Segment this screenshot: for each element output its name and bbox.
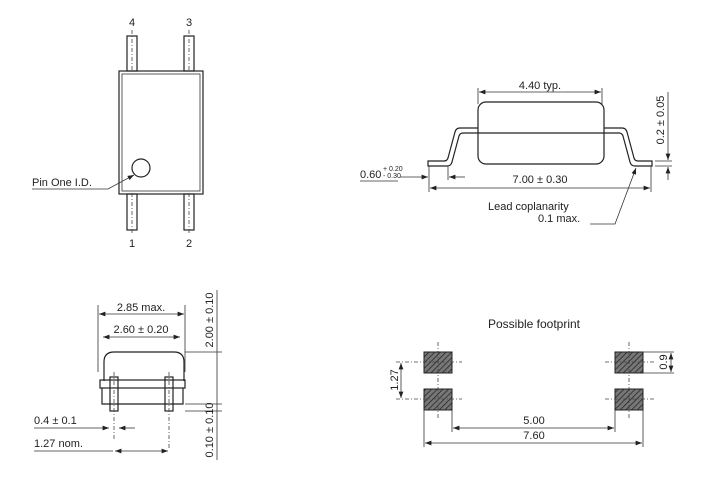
coplanarity-line2: 0.1 max. [538, 213, 580, 225]
standoff-dim: 0.10 ± 0.10 [204, 403, 216, 458]
body-length-dim: 4.40 typ. [519, 80, 561, 92]
pitch-dim: 1.27 nom. [34, 438, 83, 450]
lead-width-dim: 0.4 ± 0.1 [34, 415, 77, 427]
end-body-base [99, 379, 186, 389]
pin-label-2: 2 [186, 238, 192, 250]
pin-label-3: 3 [186, 17, 192, 29]
height-dim: 2.00 ± 0.10 [204, 293, 216, 348]
coplanarity-line1: Lead coplanarity [488, 201, 569, 213]
lead-length-dim: 0.60 [360, 169, 381, 181]
lead-thickness-dim: 0.2 ± 0.05 [655, 96, 667, 145]
package-body [118, 70, 204, 195]
pin-one-indicator [131, 158, 151, 178]
max-width-dim: 2.85 max. [117, 302, 165, 314]
pin-label-1: 1 [129, 238, 135, 250]
side-view: 4.40 typ. 7.00 ± 0.30 0.60 + 0.20 - 0.30… [360, 80, 672, 225]
left-lead [427, 127, 478, 167]
footprint: Possible footprint 1.27 0.9 5.00 7.60 [389, 317, 674, 447]
inner-span-dim: 5.00 [523, 415, 544, 427]
body-width-dim: 2.60 ± 0.20 [114, 324, 169, 336]
end-view: 2.85 max. 2.60 ± 0.20 2.00 ± 0.10 0.10 ±… [34, 290, 222, 460]
footprint-pitch-dim: 1.27 [389, 369, 401, 390]
pad-height-dim: 0.9 [658, 354, 670, 369]
right-lead [604, 127, 653, 167]
pin-label-4: 4 [129, 17, 135, 29]
top-view: 4 3 1 2 Pin One I.D. [32, 17, 204, 250]
outer-span-dim: 7.60 [523, 430, 544, 442]
pins [126, 30, 195, 235]
footprint-title: Possible footprint [488, 317, 581, 331]
end-body-top [103, 351, 185, 381]
pin-one-label: Pin One I.D. [32, 177, 92, 189]
lead-length-tol-minus: - 0.30 [383, 173, 401, 180]
overall-length-dim: 7.00 ± 0.30 [513, 174, 568, 186]
lead-length-tol-plus: + 0.20 [383, 166, 403, 173]
